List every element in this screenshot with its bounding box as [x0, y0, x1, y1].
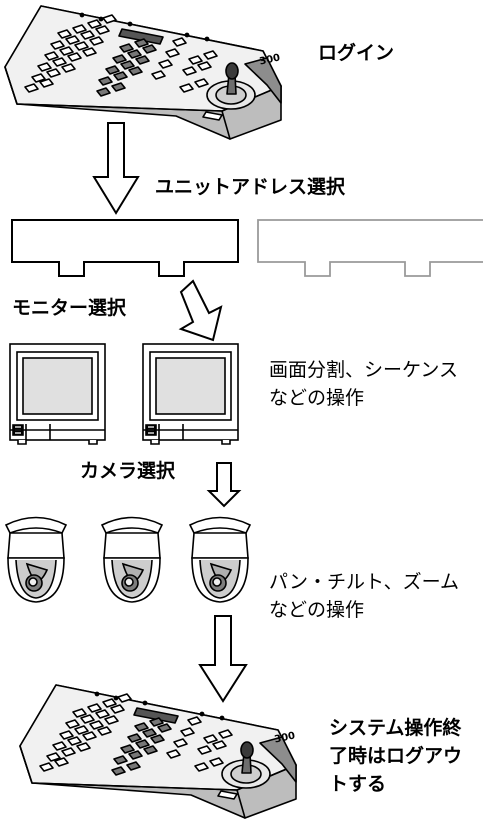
monitor-1	[9, 343, 106, 445]
monitor-2	[142, 343, 239, 445]
camera-2	[101, 516, 163, 603]
camera-3	[189, 516, 251, 603]
arrow-down-2	[208, 462, 240, 507]
keyboard-model-label-bottom: 300	[274, 730, 297, 745]
keyboard-controller-bottom	[19, 684, 297, 819]
camera-operations-note: パン・チルト、ズームなどの操作	[269, 571, 460, 621]
unit-rack-unselected	[257, 219, 483, 277]
step-unit-address-label: ユニットアドレス選択	[155, 176, 346, 198]
monitor-operations-note: 画面分割、シーケンスなどの操作	[269, 359, 459, 409]
camera-1	[5, 516, 67, 603]
unit-rack-selected	[11, 219, 239, 277]
step-logout-label: システム操作終了時はログアウトする	[329, 717, 463, 795]
step-camera-select-label: カメラ選択	[80, 460, 176, 482]
keyboard-controller-top	[4, 5, 282, 140]
step-monitor-select-label: モニター選択	[12, 297, 127, 319]
arrow-down-3	[198, 615, 248, 703]
arrow-diagonal	[178, 279, 223, 342]
keyboard-model-label-top: 300	[259, 52, 282, 67]
step-login-label: ログイン	[318, 42, 395, 64]
arrow-down-1	[92, 122, 140, 215]
